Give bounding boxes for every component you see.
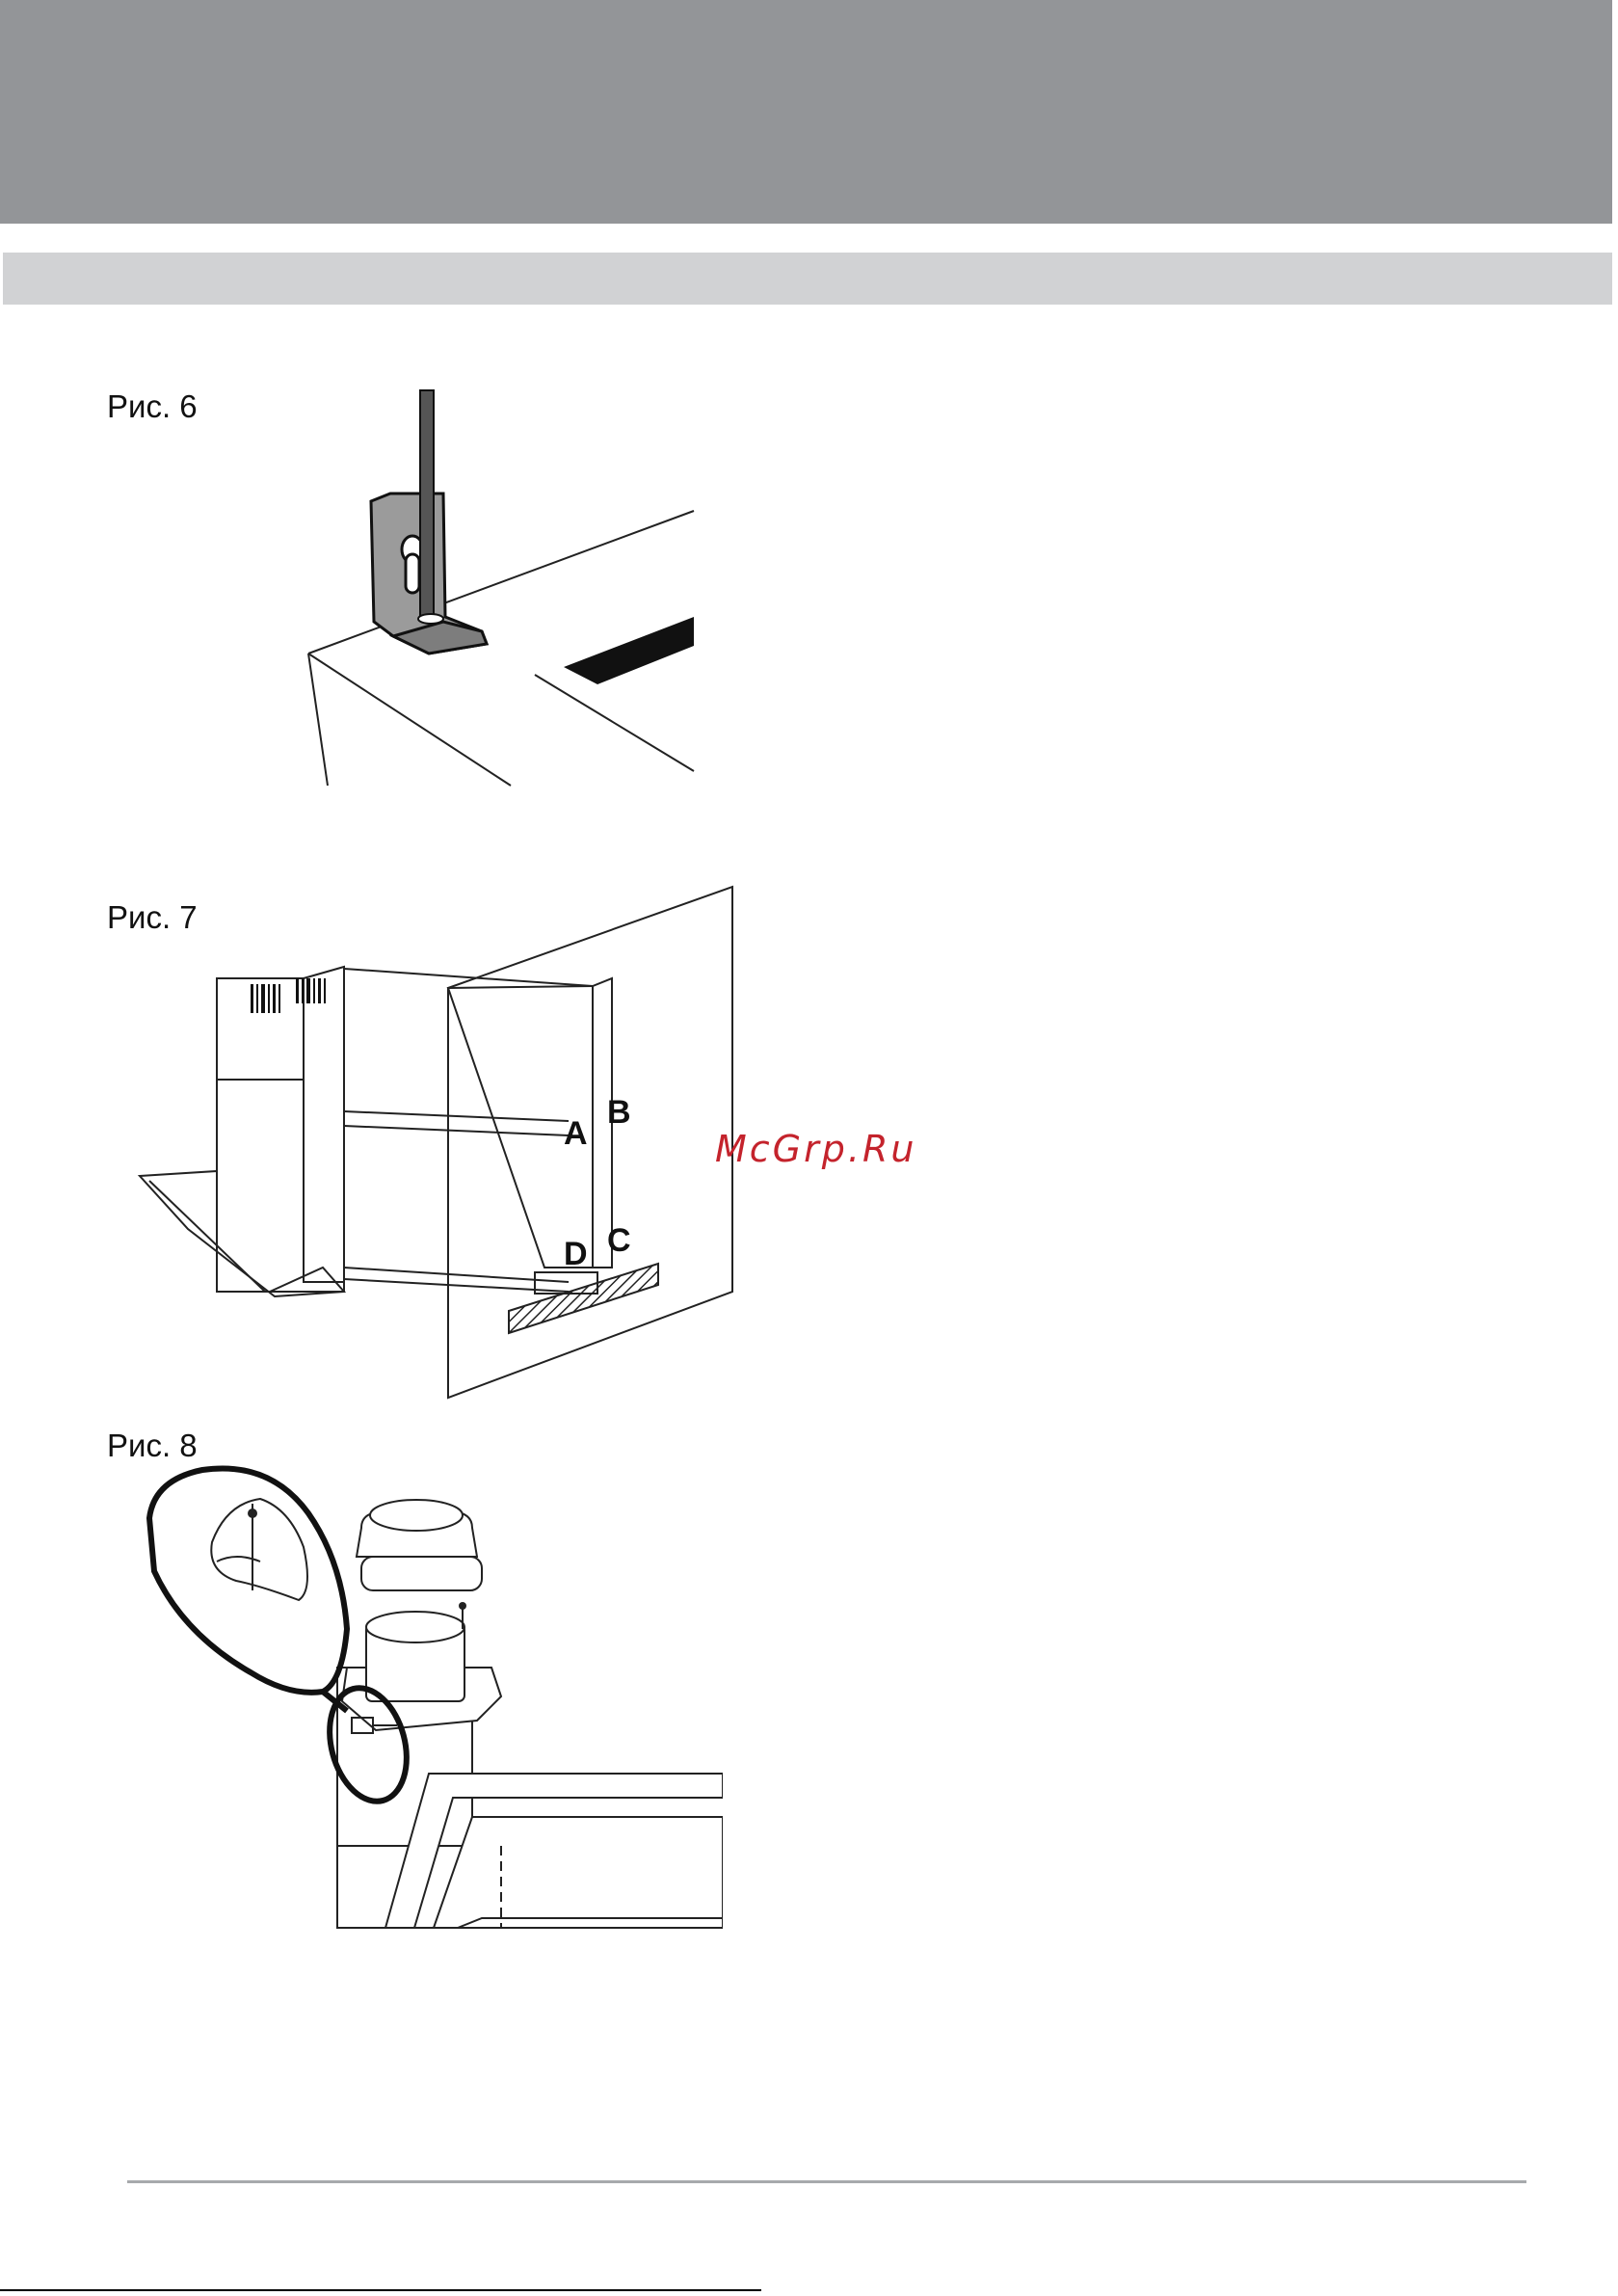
figure-6-illustration: [289, 386, 703, 790]
marker-a: A: [564, 1115, 588, 1152]
figure-8-label: Рис. 8: [107, 1429, 198, 1461]
sub-header-band: [3, 253, 1612, 305]
footer-rule: [127, 2180, 1526, 2183]
figure-8-illustration: [145, 1465, 723, 1937]
marker-c: C: [607, 1222, 631, 1259]
bottom-edge-rule: [0, 2289, 761, 2291]
figure-6-label: Рис. 6: [107, 390, 198, 422]
marker-d: D: [564, 1236, 588, 1272]
marker-b: B: [607, 1094, 631, 1131]
figure-7-illustration: A B C D: [130, 882, 747, 1402]
watermark: McGrp.Ru: [715, 1128, 916, 1170]
header-band: [0, 0, 1612, 224]
